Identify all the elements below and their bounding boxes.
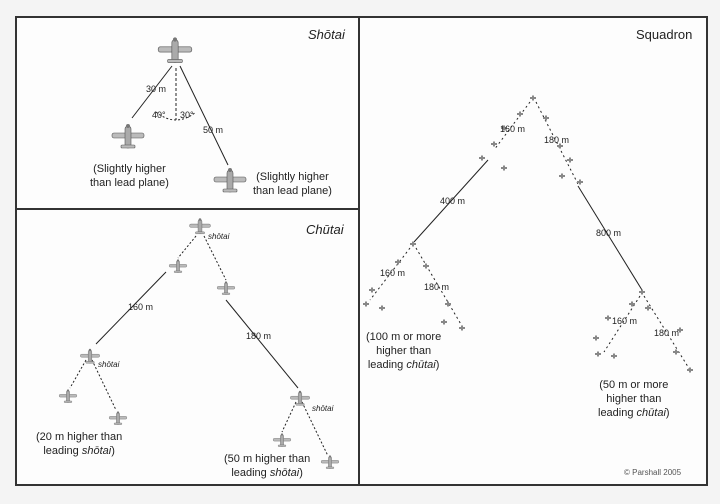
chutai-plane-icon	[58, 389, 78, 403]
shotai-caption-left: (Slightly higher than lead plane)	[90, 163, 169, 189]
chutai-line-left	[95, 271, 167, 345]
squadron-dash-lr	[415, 247, 463, 327]
shotai-lead-plane-icon	[157, 36, 193, 64]
squadron-plane-icon	[567, 157, 573, 163]
squadron-dist-top-right: 180 m	[544, 135, 570, 145]
squadron-plane-icon	[543, 115, 549, 121]
shotai-angle-arc	[155, 111, 197, 121]
squadron-caption-left: (100 m or more higher than leading chūta…	[366, 331, 442, 371]
squadron-line-left	[413, 159, 489, 243]
chutai-dash-r3	[301, 401, 329, 457]
squadron-dash-rl	[603, 295, 641, 353]
shotai-line-right	[179, 65, 229, 166]
shotai-dist-left: 30 m	[146, 84, 167, 94]
chutai-dist-right: 180 m	[246, 331, 272, 341]
squadron-plane-icon	[479, 155, 485, 161]
squadron-dash-ll	[369, 247, 411, 301]
squadron-plane-icon	[445, 301, 451, 307]
squadron-dist-lr: 180 m	[424, 282, 450, 292]
shotai-dist-right: 50 m	[203, 125, 224, 135]
squadron-plane-icon	[593, 335, 599, 341]
shotai-angle-right: 30°	[180, 110, 194, 120]
chutai-shotai-label: shōtai	[98, 360, 120, 369]
chutai-plane-icon	[168, 259, 188, 273]
chutai-caption-left: (20 m higher than leading shōtai)	[36, 431, 123, 457]
chutai-dash-r1	[203, 235, 227, 281]
squadron-dash-tr	[535, 101, 579, 185]
chutai-title: Chūtai	[306, 222, 344, 237]
squadron-plane-icon	[379, 305, 385, 311]
squadron-dist-rl: 160 m	[612, 316, 638, 326]
diagram-frame	[15, 16, 708, 486]
copyright-note: © Parshall 2005	[624, 468, 682, 477]
shotai-title: Shōtai	[308, 27, 345, 42]
vertical-divider	[358, 16, 360, 486]
horizontal-divider	[15, 208, 360, 210]
squadron-dist-rr: 180 m	[654, 328, 680, 338]
squadron-plane-icon	[410, 241, 416, 247]
chutai-dash-l3	[281, 401, 297, 433]
chutai-shotai-label: shōtai	[312, 404, 334, 413]
chutai-plane-icon	[108, 411, 128, 425]
chutai-plane-icon	[320, 455, 340, 469]
squadron-plane-icon	[611, 353, 617, 359]
squadron-dist-right: 800 m	[596, 228, 622, 238]
chutai-dash-l2	[69, 359, 87, 389]
shotai-right-wingman-icon	[213, 167, 247, 193]
chutai-caption-right: (50 m higher than leading shōtai)	[224, 453, 311, 479]
shotai-angle-left: 40°	[152, 110, 166, 120]
chutai-line-right	[225, 299, 299, 389]
chutai-plane-icon	[216, 281, 236, 295]
squadron-plane-icon	[423, 263, 429, 269]
squadron-plane-icon	[491, 141, 497, 147]
squadron-plane-icon	[639, 289, 645, 295]
squadron-plane-icon	[595, 351, 601, 357]
squadron-plane-icon	[673, 349, 679, 355]
squadron-dist-top-left: 160 m	[500, 124, 526, 134]
chutai-plane-icon	[290, 390, 310, 406]
squadron-plane-icon	[687, 367, 693, 373]
shotai-caption-right: (Slightly higher than lead plane)	[253, 171, 332, 197]
shotai-left-wingman-icon	[111, 123, 145, 149]
chutai-plane-icon	[272, 433, 292, 447]
chutai-dash-r2	[91, 359, 117, 411]
chutai-dist-left: 160 m	[128, 302, 154, 312]
squadron-plane-icon	[441, 319, 447, 325]
squadron-line-right	[577, 185, 643, 291]
chutai-plane-icon	[80, 348, 100, 364]
squadron-title: Squadron	[636, 27, 693, 42]
squadron-plane-icon	[369, 287, 375, 293]
squadron-plane-icon	[559, 173, 565, 179]
squadron-plane-icon	[501, 165, 507, 171]
squadron-plane-icon	[363, 301, 369, 307]
squadron-caption-right: (50 m or more higher than leading chūtai…	[598, 379, 670, 419]
squadron-dist-ll: 160 m	[380, 268, 406, 278]
squadron-dist-left: 400 m	[440, 196, 466, 206]
squadron-plane-icon	[530, 95, 536, 101]
shotai-line-left	[131, 65, 173, 119]
squadron-plane-icon	[605, 315, 611, 321]
squadron-dash-tl	[493, 101, 531, 151]
squadron-plane-icon	[517, 111, 523, 117]
chutai-dash-l1	[177, 235, 197, 259]
squadron-plane-icon	[459, 325, 465, 331]
chutai-shotai-label: shōtai	[208, 232, 230, 241]
